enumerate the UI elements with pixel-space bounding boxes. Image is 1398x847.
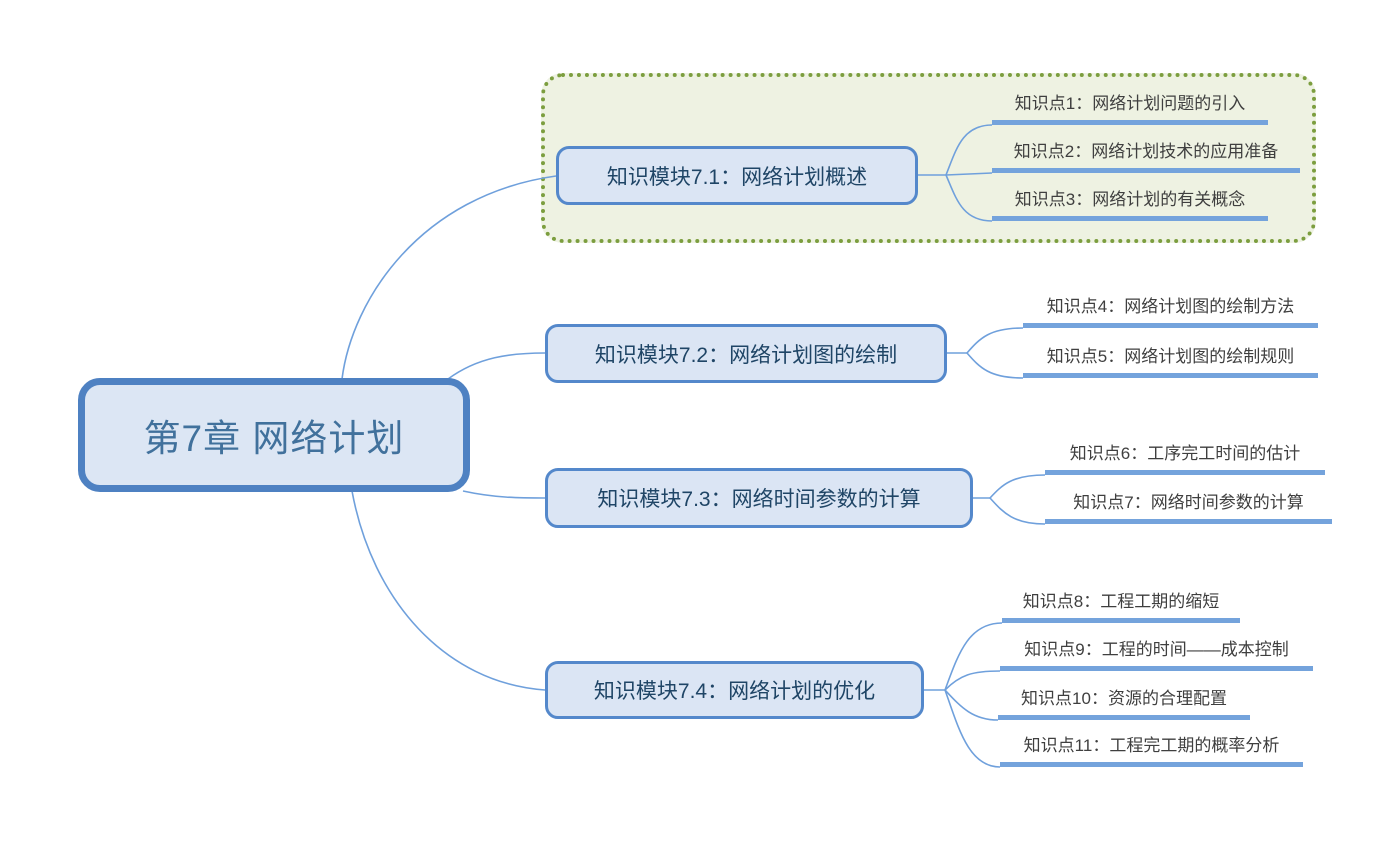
connector-to-point-10 xyxy=(944,689,999,721)
leaf-topic-label: 知识点1：网络计划问题的引入 xyxy=(1014,94,1246,113)
connector-to-point-11 xyxy=(944,689,1001,768)
root-topic[interactable]: 第7章 网络计划 xyxy=(78,378,470,492)
leaf-topic-label: 知识点9：工程的时间——成本控制 xyxy=(1024,640,1289,659)
module-topic-label: 知识模块7.3：网络时间参数的计算 xyxy=(597,488,921,511)
connector-root-to-module-7-4 xyxy=(351,490,546,691)
leaf-topic-point-9[interactable]: 知识点9：工程的时间——成本控制 xyxy=(1000,638,1313,671)
connector-root-to-module-7-3 xyxy=(462,490,546,499)
leaf-topic-point-10[interactable]: 知识点10：资源的合理配置 xyxy=(998,687,1250,720)
leaf-topic-point-1[interactable]: 知识点1：网络计划问题的引入 xyxy=(992,92,1268,125)
leaf-topic-label: 知识点6：工序完工时间的估计 xyxy=(1069,444,1301,463)
leaf-topic-point-2[interactable]: 知识点2：网络计划技术的应用准备 xyxy=(992,140,1300,173)
leaf-topic-point-7[interactable]: 知识点7：网络时间参数的计算 xyxy=(1045,491,1332,524)
module-topic-label: 知识模块7.2：网络计划图的绘制 xyxy=(594,343,898,367)
leaf-topic-point-8[interactable]: 知识点8：工程工期的缩短 xyxy=(1002,590,1240,623)
connector-to-point-8 xyxy=(944,622,1003,691)
module-topic-7-4[interactable]: 知识模块7.4：网络计划的优化 xyxy=(545,661,924,719)
leaf-topic-point-11[interactable]: 知识点11：工程完工期的概率分析 xyxy=(1000,734,1303,767)
leaf-topic-label: 知识点2：网络计划技术的应用准备 xyxy=(1013,142,1279,161)
module-topic-7-3[interactable]: 知识模块7.3：网络时间参数的计算 xyxy=(545,468,973,528)
leaf-topic-label: 知识点8：工程工期的缩短 xyxy=(1022,592,1220,611)
leaf-topic-label: 知识点3：网络计划的有关概念 xyxy=(1014,190,1246,209)
leaf-topic-point-4[interactable]: 知识点4：网络计划图的绘制方法 xyxy=(1023,295,1318,328)
leaf-topic-label: 知识点11：工程完工期的概率分析 xyxy=(1023,736,1280,755)
connector-to-point-5 xyxy=(966,352,1024,379)
connector-to-point-6 xyxy=(989,474,1046,499)
connector-to-point-7 xyxy=(989,497,1046,525)
leaf-topic-label: 知识点4：网络计划图的绘制方法 xyxy=(1046,297,1295,316)
leaf-topic-label: 知识点7：网络时间参数的计算 xyxy=(1073,493,1304,512)
module-topic-7-2[interactable]: 知识模块7.2：网络计划图的绘制 xyxy=(545,324,947,383)
connector-root-to-module-7-2 xyxy=(447,352,546,380)
leaf-topic-label: 知识点5：网络计划图的绘制规则 xyxy=(1046,347,1295,366)
leaf-topic-point-6[interactable]: 知识点6：工序完工时间的估计 xyxy=(1045,442,1325,475)
connector-to-point-9 xyxy=(944,670,1001,691)
root-topic-label: 第7章 网络计划 xyxy=(143,418,405,459)
leaf-topic-point-3[interactable]: 知识点3：网络计划的有关概念 xyxy=(992,188,1268,221)
leaf-topic-point-5[interactable]: 知识点5：网络计划图的绘制规则 xyxy=(1023,345,1318,378)
connector-to-point-4 xyxy=(966,327,1024,354)
module-topic-7-1[interactable]: 知识模块7.1：网络计划概述 xyxy=(556,146,918,205)
connector-root-to-module-7-1 xyxy=(341,175,557,380)
module-topic-label: 知识模块7.1：网络计划概述 xyxy=(606,165,868,189)
module-topic-label: 知识模块7.4：网络计划的优化 xyxy=(593,680,876,703)
leaf-topic-label: 知识点10：资源的合理配置 xyxy=(1021,689,1227,708)
